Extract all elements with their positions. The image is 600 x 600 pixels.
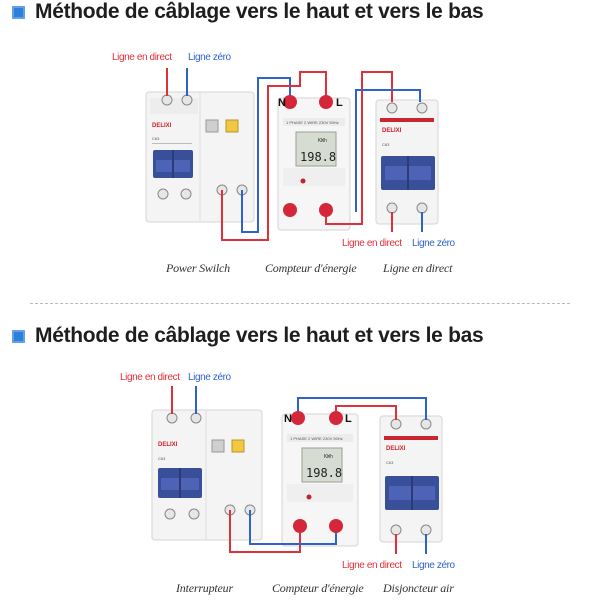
wire-zero-out <box>355 89 421 212</box>
caption-left: Power Swilch <box>165 261 230 275</box>
interrupteur-device: DELIXI C63 <box>151 409 263 541</box>
label-zero-top: Ligne zéro <box>188 52 232 63</box>
blue-square-icon <box>12 5 25 19</box>
meter-terminal-top-l <box>319 95 333 109</box>
wire-live-to-meter <box>229 510 301 553</box>
dashed-divider <box>30 303 570 304</box>
meter-terminal-bottom-1 <box>293 519 307 533</box>
caption-right: Ligne en direct <box>382 261 453 275</box>
terminal-n-label: N <box>278 97 286 109</box>
wire-zero-out <box>297 397 427 420</box>
wiring-diagram-2: DELIXI C63 1 PHASE 2 WIRE 230V 50Hz KWh … <box>120 372 456 595</box>
label-live-bottom: Ligne en direct <box>342 238 402 249</box>
meter-reading: 198.8 <box>300 150 336 164</box>
device-brand: DELIXI <box>152 123 172 129</box>
meter-unit: KWh <box>324 454 333 460</box>
device-model: C63 <box>158 456 166 461</box>
energy-meter-device-2: 1 PHASE 2 WIRE 230V 50Hz KWh 198.8 <box>281 413 359 547</box>
meter-terminal-top-n <box>283 95 297 109</box>
meter-terminal-top-n <box>291 411 305 425</box>
terminal-l-label: L <box>345 413 352 425</box>
wire-live-to-meter <box>221 71 327 241</box>
wiring-section-2: Méthode de câblage vers le haut et vers … <box>0 318 600 600</box>
breaker-brand: DELIXI <box>382 128 402 134</box>
section-heading-2: Méthode de câblage vers le haut et vers … <box>12 324 484 348</box>
section-title: Méthode de câblage vers le haut et vers … <box>35 0 484 23</box>
wiring-section-1: Méthode de câblage vers le haut et vers … <box>12 0 484 275</box>
label-live-top: Ligne en direct <box>120 372 180 383</box>
caption-mid: Compteur d'énergie <box>265 261 357 275</box>
wires-2 <box>171 386 427 554</box>
terminal-n-label: N <box>284 413 292 425</box>
wire-zero-to-meter <box>241 77 291 233</box>
power-switch-device: DELIXI C63 <box>145 91 255 223</box>
caption-mid: Compteur d'énergie <box>272 581 364 595</box>
air-breaker-device: DELIXI C63 <box>375 99 439 225</box>
breaker-brand: DELIXI <box>386 446 406 452</box>
label-zero-top: Ligne zéro <box>188 372 232 383</box>
energy-meter-device: 1 PHASE 2 WIRE 230V 50Hz KWh 198.8 <box>277 97 351 231</box>
breaker-model: C63 <box>382 142 390 147</box>
meter-unit: KWh <box>318 138 327 144</box>
disjoncteur-air-device: DELIXI C63 <box>379 415 443 543</box>
meter-terminal-top-l <box>329 411 343 425</box>
wire-zero-to-meter <box>249 510 337 545</box>
label-live-top: Ligne en direct <box>112 52 172 63</box>
device-brand: DELIXI <box>158 442 178 448</box>
meter-terminal-bottom-1 <box>283 203 297 217</box>
label-zero-bottom: Ligne zéro <box>412 560 456 571</box>
wiring-diagram-1: DELIXI C63 1 PHASE 2 WIRE 230V 50Hz <box>112 52 456 275</box>
meter-terminal-bottom-2 <box>319 203 333 217</box>
label-live-bottom: Ligne en direct <box>342 560 402 571</box>
meter-reading: 198.8 <box>306 466 342 480</box>
caption-left: Interrupteur <box>175 581 233 595</box>
device-model: C63 <box>152 136 160 141</box>
blue-square-icon <box>12 329 25 343</box>
meter-terminal-bottom-2 <box>329 519 343 533</box>
meter-header: 1 PHASE 2 WIRE 230V 50Hz <box>290 436 343 441</box>
terminal-l-label: L <box>336 97 343 109</box>
section-heading: Méthode de câblage vers le haut et vers … <box>12 0 484 24</box>
section-title-2: Méthode de câblage vers le haut et vers … <box>35 324 484 347</box>
wires <box>166 68 423 241</box>
meter-header: 1 PHASE 2 WIRE 230V 50Hz <box>286 120 339 125</box>
wire-live-out <box>325 71 393 225</box>
breaker-model: C63 <box>386 460 394 465</box>
label-zero-bottom: Ligne zéro <box>412 238 456 249</box>
caption-right: Disjoncteur air <box>382 581 454 595</box>
